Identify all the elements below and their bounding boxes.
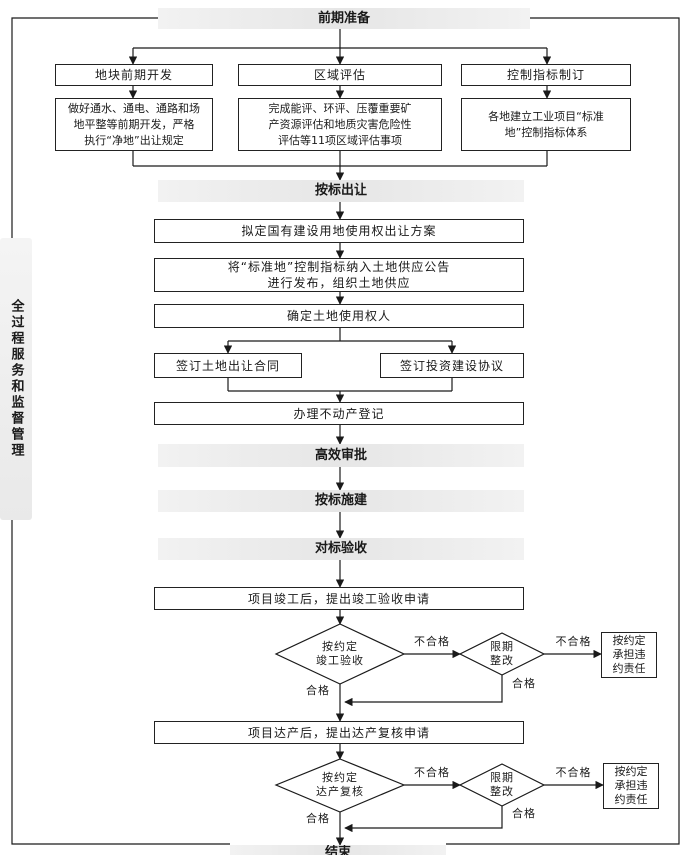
accept-apply-completion: 项目竣工后，提出竣工验收申请 <box>154 587 524 610</box>
fail-label-3: 不合格 <box>414 766 450 779</box>
decision-diamond-1 <box>274 623 406 685</box>
bid-step-publish: 将“标准地”控制指标纳入土地供应公告 进行发布，组织土地供应 <box>154 258 524 292</box>
fail-label-1: 不合格 <box>414 635 450 648</box>
decision-completion-label: 按约定 竣工验收 <box>316 640 364 667</box>
prep-region-eval-text: 完成能评、环评、压覆重要矿 产资源评估和地质灾害危险性 评估等11项区域评估事项 <box>238 98 442 151</box>
prep-land-dev-title: 地块前期开发 <box>55 64 213 86</box>
pass-label-4: 合格 <box>512 807 536 820</box>
prep-control-index-text: 各地建立工业项目“标准 地”控制指标体系 <box>461 98 631 151</box>
stage-build: 按标施建 <box>158 490 524 512</box>
bid-step-contract: 签订土地出让合同 <box>154 353 302 378</box>
prep-control-index-title: 控制指标制订 <box>461 64 631 86</box>
outer-frame-right <box>446 17 680 845</box>
fail-label-4: 不合格 <box>555 766 592 779</box>
bid-step-confirm: 确定土地使用权人 <box>154 304 524 328</box>
fix2-pass-return <box>344 806 503 833</box>
bid-step-plan: 拟定国有建设用地使用权出让方案 <box>154 219 524 243</box>
fix-label-1: 限期 整改 <box>490 640 514 667</box>
bid-step-agreement: 签订投资建设协议 <box>380 353 524 378</box>
prep-land-dev-text: 做好通水、通电、通路和场 地平整等前期开发，严格 执行“净地”出让规定 <box>55 98 213 151</box>
liability-box-1: 按约定 承担违 约责任 <box>601 632 657 678</box>
side-label: 全过程服务和监督管理 <box>0 238 32 520</box>
fail-label-2: 不合格 <box>555 635 592 648</box>
stage-accept: 对标验收 <box>158 538 524 560</box>
accept-apply-production: 项目达产后，提出达产复核申请 <box>154 721 524 744</box>
pass-label-3: 合格 <box>306 812 330 825</box>
pass-label-1: 合格 <box>306 684 330 697</box>
stage-prep: 前期准备 <box>158 8 530 29</box>
fix1-pass-return <box>344 675 503 707</box>
fix-diamond-1 <box>458 632 546 676</box>
fix-diamond-2 <box>458 763 546 807</box>
stage-approve: 高效审批 <box>158 444 524 467</box>
decision-production-label: 按约定 达产复核 <box>316 771 364 798</box>
fix-label-2: 限期 整改 <box>490 771 514 798</box>
stage-bid: 按标出让 <box>158 180 524 202</box>
prep-region-eval-title: 区域评估 <box>238 64 442 86</box>
pass-label-2: 合格 <box>512 677 536 690</box>
decision-diamond-2 <box>274 758 406 813</box>
bid-step-register: 办理不动产登记 <box>154 402 524 425</box>
liability-box-2: 按约定 承担违 约责任 <box>603 763 659 809</box>
stage-end: 结束 <box>230 845 446 855</box>
